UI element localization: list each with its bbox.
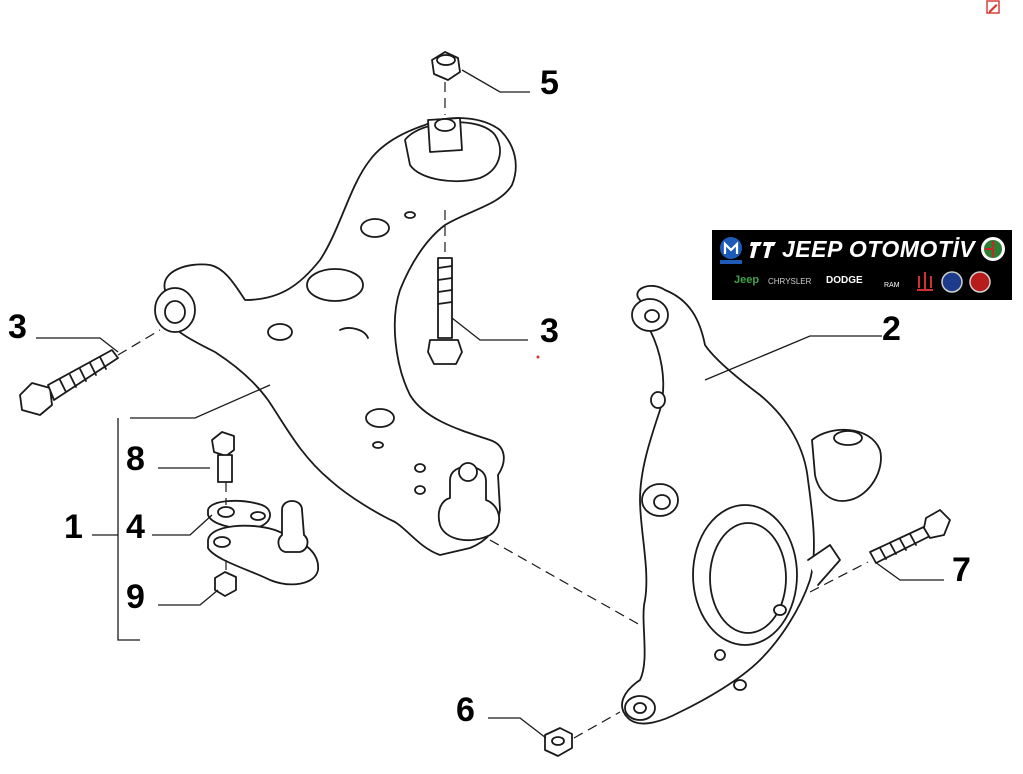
callout-3-left: 3 bbox=[8, 308, 27, 346]
dealer-badge: JEEP OTOMOTİV Jeep CHRYSLER DODGE RAM bbox=[712, 230, 1012, 300]
bolt-right bbox=[869, 509, 951, 564]
tt-logo-icon bbox=[750, 242, 776, 258]
maserati-logo-icon bbox=[917, 272, 933, 291]
nut-bottom bbox=[544, 727, 573, 757]
bolt-vertical bbox=[427, 257, 463, 365]
badge-title: JEEP OTOMOTİV bbox=[782, 236, 976, 262]
callout-3-right: 3 bbox=[540, 312, 559, 350]
callout-7: 7 bbox=[952, 551, 971, 589]
ball-joint-assembly bbox=[207, 431, 319, 597]
callout-4: 4 bbox=[126, 508, 145, 546]
callout-2: 2 bbox=[882, 310, 901, 348]
brand-chrysler: CHRYSLER bbox=[768, 277, 812, 286]
nut-top bbox=[431, 51, 461, 81]
callout-5: 5 bbox=[540, 64, 559, 102]
brand-logos: Jeep CHRYSLER DODGE RAM bbox=[734, 270, 994, 294]
callout-9: 9 bbox=[126, 578, 145, 616]
control-arm bbox=[154, 117, 517, 556]
mopar-logo-icon bbox=[720, 237, 742, 264]
brand-jeep: Jeep bbox=[734, 274, 760, 286]
brand-ram: RAM bbox=[884, 282, 900, 289]
steering-knuckle bbox=[621, 285, 882, 725]
fiat-logo-icon bbox=[969, 271, 991, 293]
callout-6: 6 bbox=[456, 691, 475, 729]
alfa-romeo-logo-icon bbox=[981, 237, 1005, 261]
bolt-left bbox=[19, 349, 119, 416]
lancia-logo-icon bbox=[941, 271, 963, 293]
edit-icon[interactable] bbox=[986, 0, 1000, 14]
callout-1: 1 bbox=[64, 508, 83, 546]
callout-8: 8 bbox=[126, 440, 145, 478]
brand-dodge: DODGE bbox=[826, 275, 863, 286]
